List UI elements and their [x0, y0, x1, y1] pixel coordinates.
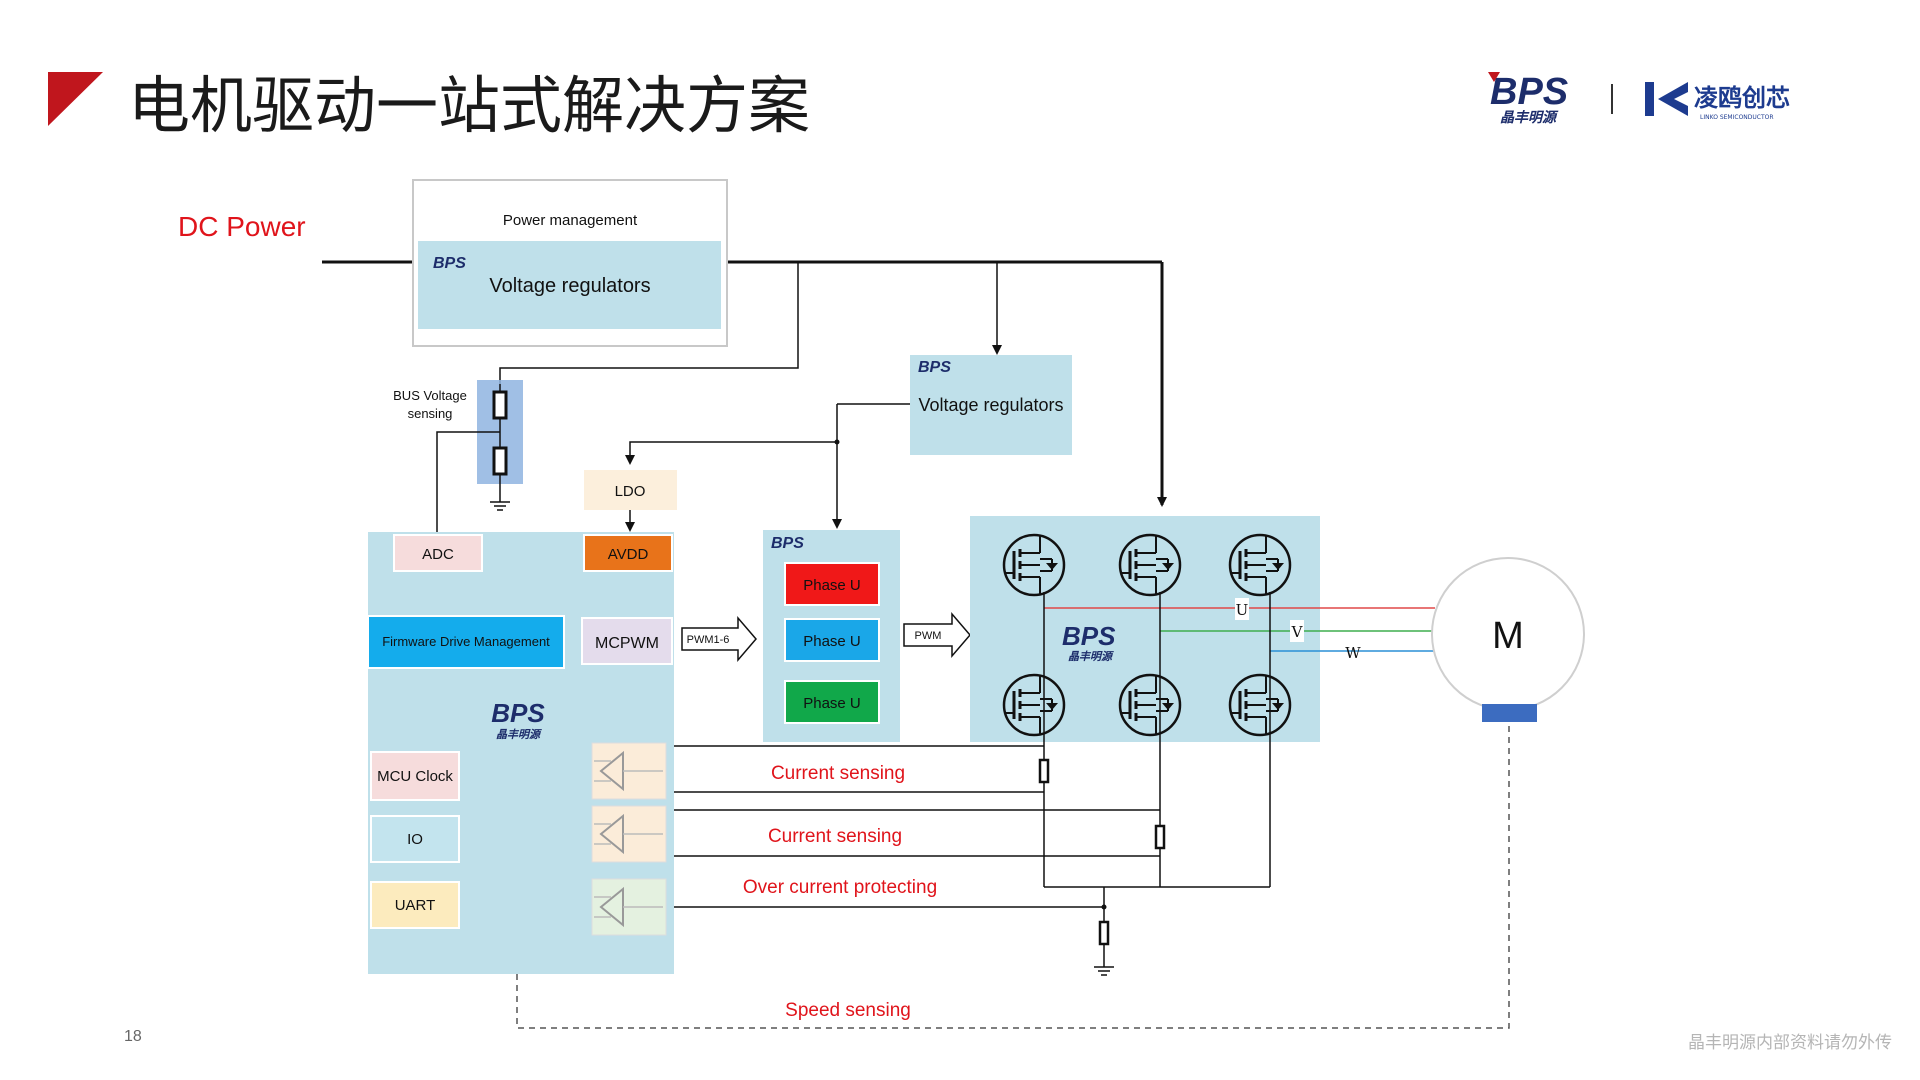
vreg2-to-ldo	[625, 441, 837, 465]
phase-box-3	[784, 680, 880, 724]
bps-logo-text: BPS	[1490, 71, 1568, 113]
speed-sensor	[1482, 704, 1537, 722]
shunt-u	[1038, 758, 1050, 784]
rail-to-bus-sense	[499, 262, 799, 384]
bps-logo-sub: 晶丰明源	[1500, 109, 1559, 126]
adc-label: ADC	[422, 546, 454, 563]
linko-logo-arrow	[1658, 82, 1688, 116]
mcu-brand: BPS	[491, 698, 545, 728]
output-v-tag	[1290, 620, 1304, 642]
uart-box	[370, 881, 460, 929]
firmware-label: Firmware Drive Management	[382, 634, 550, 649]
firmware-box	[367, 615, 565, 669]
io-box	[370, 815, 460, 863]
dc-power-label: DC Power	[178, 211, 306, 242]
linko-logo-bar	[1645, 82, 1654, 116]
output-w-label: W	[1345, 644, 1361, 662]
avdd-box	[583, 534, 673, 572]
phase-box-1	[784, 562, 880, 606]
ground-symbol	[490, 501, 510, 511]
ldo-box	[584, 470, 677, 510]
inverter-brand-sub: 晶丰明源	[1068, 650, 1114, 663]
linko-logo-sub: LINKO SEMICONDUCTOR	[1700, 114, 1774, 121]
speed-sensing-line	[516, 722, 1510, 1029]
ground-symbol-2	[1094, 966, 1114, 976]
linko-logo: 凌鸥创芯 LINKO SEMICONDUCTOR	[1645, 82, 1790, 121]
title-accent-triangle	[48, 72, 103, 126]
output-u-label: U	[1236, 601, 1249, 619]
phase-label-2: Phase U	[803, 633, 861, 650]
over-current-label: Over current protecting	[743, 877, 937, 898]
vreg1-brand: BPS	[433, 255, 466, 272]
motor-label: M	[1492, 615, 1524, 657]
vreg2-brand: BPS	[918, 359, 951, 376]
footer-confidential: 晶丰明源内部资料请勿外传	[1688, 1033, 1892, 1053]
avdd-label: AVDD	[608, 546, 649, 563]
current-sense-amp-2	[591, 805, 667, 863]
power-management-title: Power management	[503, 212, 638, 229]
ldo-label: LDO	[615, 483, 646, 500]
bus-resistor-1	[492, 390, 508, 420]
junction-dot	[834, 439, 840, 445]
output-v-label: V	[1291, 623, 1304, 641]
inverter-block	[970, 516, 1320, 742]
bus-sense-to-adc	[436, 431, 500, 532]
voltage-regulator-1	[418, 241, 721, 329]
bps-logo: BPS 晶丰明源	[1488, 71, 1568, 126]
driver-brand: BPS	[771, 535, 804, 552]
bus-voltage-label-2: sensing	[408, 406, 453, 421]
phase-label-3: Phase U	[803, 695, 861, 712]
bus-resistor-2	[492, 446, 508, 476]
vreg2-label: Voltage regulators	[918, 395, 1063, 415]
mcpwm-label: MCPWM	[595, 635, 659, 652]
page-number: 18	[124, 1028, 142, 1045]
io-label: IO	[407, 831, 423, 848]
output-u-tag	[1235, 598, 1249, 620]
uart-label: UART	[395, 897, 436, 914]
linko-logo-name: 凌鸥创芯	[1694, 84, 1790, 112]
mcu-clock-label: MCU Clock	[377, 768, 453, 785]
bus-voltage-label-1: BUS Voltage	[393, 388, 467, 403]
page-title: 电机驱动一站式解决方案	[128, 69, 810, 142]
inverter-brand: BPS	[1062, 621, 1116, 651]
bps-logo-mark	[1488, 72, 1500, 82]
over-current-amp	[591, 878, 667, 936]
phase-label-1: Phase U	[803, 577, 861, 594]
adc-box	[393, 534, 483, 572]
shunt-v	[1154, 824, 1166, 850]
mcpwm-box	[581, 617, 673, 665]
current-sensing-label-1: Current sensing	[771, 763, 905, 784]
pwm1-6-arrow	[681, 615, 757, 663]
pwm-label: PWM	[915, 630, 942, 642]
phase-box-2	[784, 618, 880, 662]
mcu-brand-sub: 晶丰明源	[496, 728, 542, 741]
vreg1-label: Voltage regulators	[489, 275, 650, 297]
shunt-junction	[1101, 904, 1107, 910]
pwm-arrow	[903, 611, 971, 659]
voltage-regulator-2	[910, 355, 1072, 455]
current-sensing-label-2: Current sensing	[768, 826, 902, 847]
mcu-clock-box	[370, 751, 460, 801]
current-sense-amp-1	[591, 742, 667, 800]
speed-sensing-label: Speed sensing	[785, 1000, 911, 1021]
pwm1-6-label: PWM1-6	[687, 634, 730, 646]
shunt-common	[1098, 920, 1110, 946]
